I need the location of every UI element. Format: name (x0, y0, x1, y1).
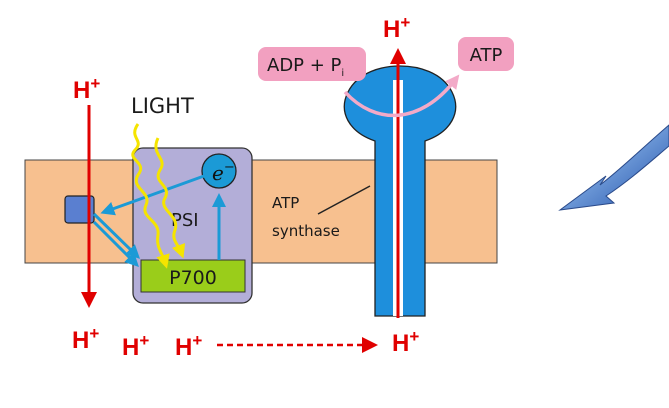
adp-pi-text: ADP + P (267, 55, 342, 76)
curved-arrow-down-left-icon (558, 124, 669, 211)
proton-charge: + (139, 331, 149, 350)
proton-symbol: H (122, 334, 139, 361)
proton-label-bottom-3: H+ (175, 331, 202, 361)
electron-to-carrier-arrow (100, 174, 205, 216)
light-squiggle-1 (131, 123, 170, 269)
psi-label: PSI (171, 210, 199, 231)
electron-carrier (64, 195, 95, 224)
proton-label-bottom-1: H+ (72, 324, 99, 354)
proton-charge: + (192, 331, 202, 350)
proton-symbol: H (392, 330, 409, 357)
proton-label-top-right: H+ (383, 13, 410, 43)
thylakoid-membrane (24, 159, 498, 264)
adp-pi-label: ADP + Pi (267, 55, 344, 79)
proton-charge: + (400, 13, 410, 32)
proton-charge: + (90, 74, 100, 93)
electron-symbol: e (212, 161, 224, 185)
p700-label: P700 (169, 267, 217, 289)
atp-label-bg (458, 37, 514, 71)
electron-label: e− (212, 160, 235, 185)
adp-to-atp-arrow (343, 74, 460, 118)
proton-symbol: H (73, 77, 90, 104)
proton-symbol: H (72, 327, 89, 354)
light-squiggle-2 (154, 137, 186, 259)
atp-synthase-label-line1: ATP (272, 194, 299, 212)
proton-label-bottom-right: H+ (392, 327, 419, 357)
atp-synthase-pointer (317, 185, 371, 215)
proton-label-bottom-2: H+ (122, 331, 149, 361)
proton-symbol: H (383, 16, 400, 43)
adp-pi-label-bg (258, 47, 366, 81)
proton-label-top-left: H+ (73, 74, 100, 104)
atp-label: ATP (470, 45, 503, 66)
atp-synthase-label-line2: synthase (272, 222, 340, 240)
proton-charge: + (89, 324, 99, 343)
proton-symbol: H (175, 334, 192, 361)
electron-circle (201, 153, 237, 189)
electron-charge: − (224, 160, 235, 175)
proton-charge: + (409, 327, 419, 346)
adp-pi-subscript: i (341, 68, 344, 79)
carrier-to-p700-arrow-2 (92, 212, 141, 259)
light-label: LIGHT (131, 94, 194, 118)
